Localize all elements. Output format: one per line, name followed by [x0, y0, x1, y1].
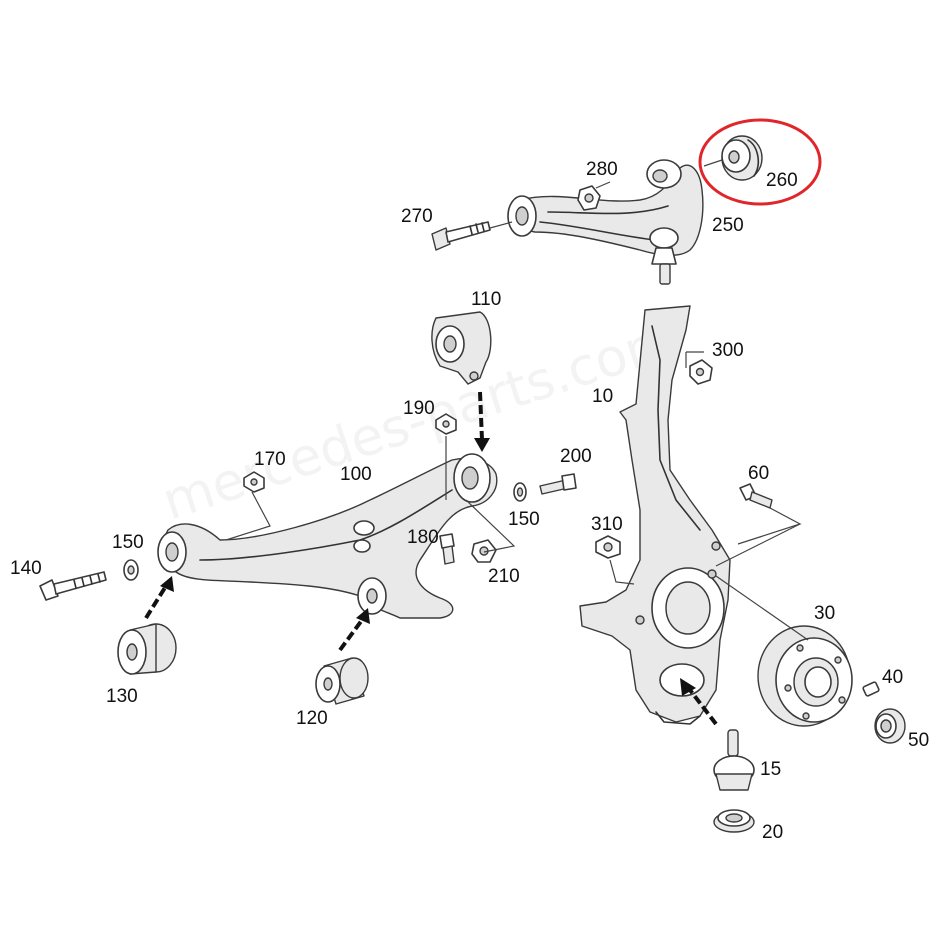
wheel-bolt-40[interactable]: [862, 681, 880, 697]
callout-120: 120: [296, 708, 328, 729]
highlight-circle-260: [698, 118, 822, 206]
callout-10: 10: [592, 386, 613, 407]
upper-control-arm[interactable]: [507, 159, 704, 285]
nut-170[interactable]: [243, 471, 265, 493]
lower-control-arm[interactable]: [157, 453, 498, 619]
nut-300[interactable]: [689, 359, 713, 385]
callout-60: 60: [748, 463, 769, 484]
callout-180: 180: [407, 527, 439, 548]
callout-50: 50: [908, 730, 929, 751]
callout-210: 210: [488, 566, 520, 587]
callout-150-left: 150: [112, 532, 144, 553]
callout-labels: 10 15 20 30 40 50 60 100 110 120 130 140…: [10, 159, 929, 843]
callout-260: 260: [766, 170, 798, 191]
assembly-arrows: [144, 391, 718, 726]
bolt-270[interactable]: [431, 221, 491, 251]
ball-joint-15[interactable]: [713, 729, 755, 791]
callout-140: 140: [10, 558, 42, 579]
callout-110: 110: [471, 289, 501, 310]
callout-100: 100: [340, 464, 372, 485]
bolt-60[interactable]: [739, 483, 773, 509]
bolt-180[interactable]: [439, 533, 455, 565]
callout-130: 130: [106, 686, 138, 707]
wheel-hub[interactable]: [757, 625, 853, 727]
bushing-130[interactable]: [117, 623, 177, 675]
nut-310[interactable]: [595, 535, 621, 559]
nut-280[interactable]: [577, 185, 601, 211]
bushing-120[interactable]: [315, 657, 369, 705]
callout-20: 20: [762, 822, 783, 843]
bushing-110[interactable]: [431, 311, 492, 385]
bushing-260[interactable]: [721, 135, 763, 181]
callout-250: 250: [712, 215, 744, 236]
callout-280: 280: [586, 159, 618, 180]
washer-150-left[interactable]: [123, 559, 139, 581]
callout-270: 270: [401, 206, 433, 227]
callout-15: 15: [760, 759, 781, 780]
lock-ring-20[interactable]: [713, 809, 755, 833]
callout-200: 200: [560, 446, 592, 467]
callout-310: 310: [591, 514, 623, 535]
bolt-200[interactable]: [539, 473, 577, 495]
callout-190: 190: [403, 398, 435, 419]
callout-300: 300: [712, 340, 744, 361]
nut-210[interactable]: [471, 539, 497, 563]
bolt-140[interactable]: [39, 571, 107, 601]
washer-150-right[interactable]: [513, 482, 527, 502]
callout-40: 40: [882, 667, 903, 688]
hub-nut-50[interactable]: [874, 708, 906, 744]
nut-190[interactable]: [435, 413, 457, 435]
steering-knuckle[interactable]: [579, 305, 731, 725]
callout-30: 30: [814, 603, 835, 624]
callout-150-right: 150: [508, 509, 540, 530]
callout-170: 170: [254, 449, 286, 470]
leader-lines: [225, 159, 809, 641]
